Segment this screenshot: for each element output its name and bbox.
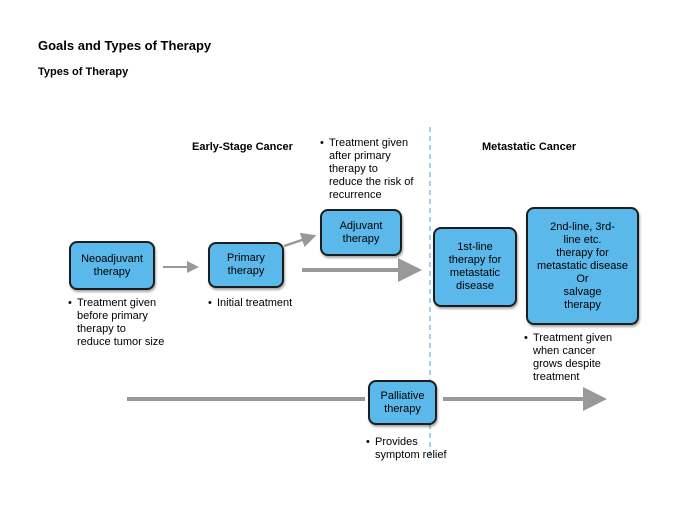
note-neoadjuvant-text: Treatment given before primary therapy t… xyxy=(77,297,165,348)
note-neoadjuvant: • Treatment given before primary therapy … xyxy=(68,297,164,349)
note-adjuvant-text: Treatment given after primary therapy to… xyxy=(329,137,414,201)
box-adjuvant-label: Adjuvant therapy xyxy=(339,219,383,245)
box-second-line-label: 2nd-line, 3rd- line etc. therapy for met… xyxy=(536,220,629,311)
box-primary-therapy: Primary therapy xyxy=(208,242,284,288)
bullet: • xyxy=(208,297,212,309)
note-adjuvant: • Treatment given after primary therapy t… xyxy=(320,137,413,202)
bullet: • xyxy=(366,436,370,448)
page-title: Goals and Types of Therapy xyxy=(38,38,212,53)
note-second-line: • Treatment given when cancer grows despi… xyxy=(524,332,612,384)
note-palliative-text: Provides symptom relief xyxy=(375,436,447,461)
section-early-stage: Early-Stage Cancer xyxy=(192,141,293,153)
bullet: • xyxy=(68,297,72,309)
box-adjuvant-therapy: Adjuvant therapy xyxy=(320,209,402,256)
box-palliative-therapy: Palliative therapy xyxy=(368,380,437,425)
section-metastatic: Metastatic Cancer xyxy=(482,141,577,153)
note-primary-text: Initial treatment xyxy=(217,297,293,309)
box-second-line-therapy: 2nd-line, 3rd- line etc. therapy for met… xyxy=(526,207,639,325)
arrow-primary-to-adjuvant xyxy=(283,232,317,248)
box-neoadjuvant-therapy: Neoadjuvant therapy xyxy=(69,241,155,290)
note-primary: • Initial treatment xyxy=(208,297,292,310)
box-first-line-therapy: 1st-line therapy for metastatic disease xyxy=(433,227,517,307)
bullet: • xyxy=(320,137,324,149)
box-first-line-label: 1st-line therapy for metastatic disease xyxy=(448,241,502,292)
bullet: • xyxy=(524,332,528,344)
note-second-line-text: Treatment given when cancer grows despit… xyxy=(533,332,613,383)
page-subtitle: Types of Therapy xyxy=(38,66,129,78)
box-palliative-label: Palliative therapy xyxy=(380,389,425,415)
box-primary-label: Primary therapy xyxy=(227,252,265,277)
box-neoadjuvant-label: Neoadjuvant therapy xyxy=(81,252,143,278)
note-palliative: • Provides symptom relief xyxy=(366,436,447,462)
